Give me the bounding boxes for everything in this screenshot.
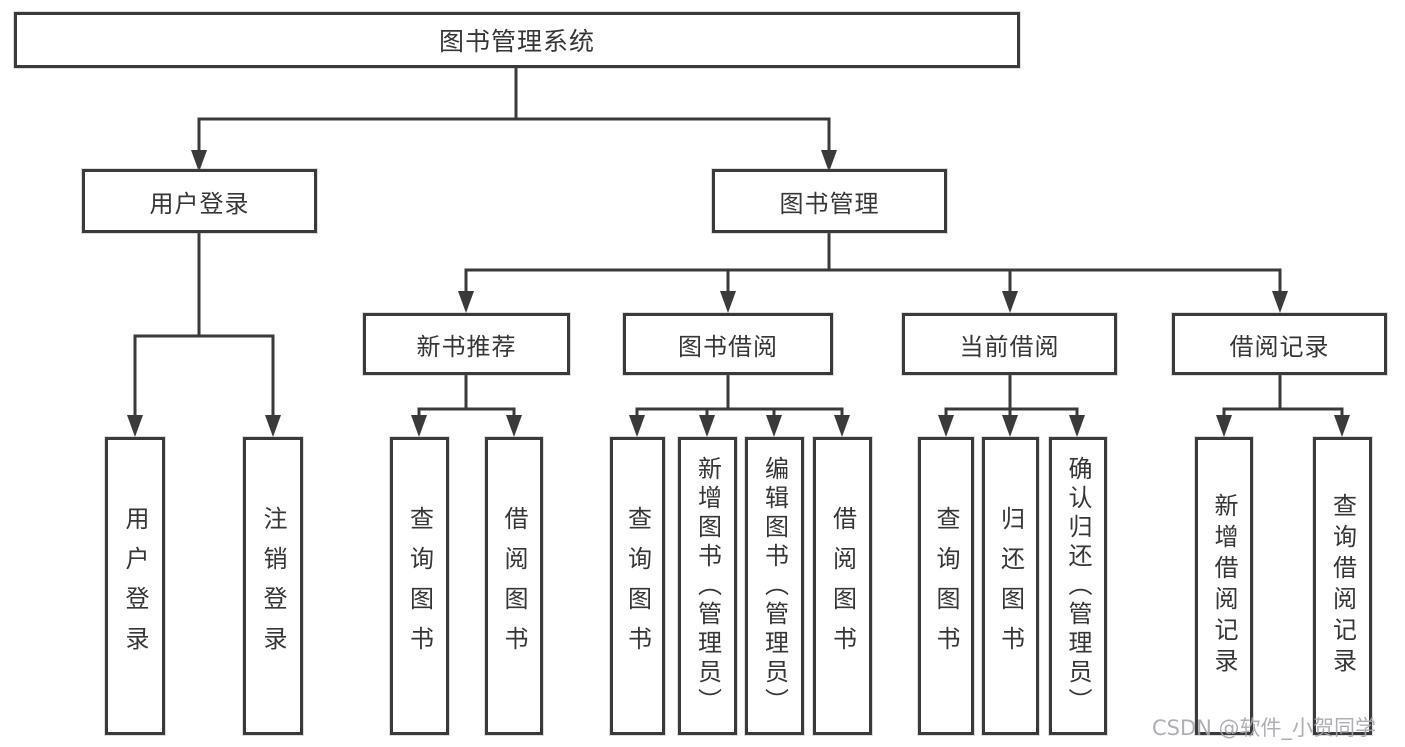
node-leaf-rec-borrow-books-label: 借阅图书	[500, 506, 528, 666]
arrow-down-icon	[265, 415, 281, 437]
node-leaf-rec-query-books-label: 查询图书	[405, 506, 434, 666]
arrow-down-icon	[938, 415, 954, 437]
arrow-down-icon	[699, 415, 715, 437]
node-leaf-return-books-label: 归还图书	[996, 506, 1025, 666]
node-leaf-add-books-admin-label: 新增图书（管理员）	[693, 455, 722, 717]
node-root-label: 图书管理系统	[438, 27, 595, 56]
node-borrowing-records: 借阅记录	[1172, 313, 1387, 375]
arrow-down-icon	[506, 415, 522, 437]
node-root: 图书管理系统	[14, 12, 1020, 68]
node-leaf-user-login: 用户登录	[105, 437, 165, 735]
node-leaf-confirm-return-admin-label: 确认归还（管理员）	[1064, 455, 1092, 717]
node-leaf-borrow-borrow-books: 借阅图书	[813, 437, 872, 735]
arrow-down-icon	[629, 415, 645, 437]
node-leaf-rec-borrow-books: 借阅图书	[485, 437, 543, 735]
node-leaf-return-books: 归还图书	[982, 437, 1039, 735]
node-leaf-user-login-label: 用户登录	[121, 506, 149, 666]
node-book-management-label: 图书管理	[779, 189, 880, 218]
node-user-login-label: 用户登录	[149, 189, 250, 218]
arrow-down-icon	[1002, 415, 1018, 437]
arrow-down-icon	[1002, 291, 1018, 313]
arrow-down-icon	[1334, 415, 1350, 437]
node-borrowing-records-label: 借阅记录	[1229, 332, 1330, 361]
node-leaf-borrow-query-books-label: 查询图书	[623, 506, 652, 666]
node-new-book-recommend: 新书推荐	[363, 313, 570, 375]
node-leaf-current-query-books: 查询图书	[918, 437, 974, 735]
node-leaf-borrow-query-books: 查询图书	[610, 437, 665, 735]
arrow-down-icon	[720, 291, 736, 313]
node-leaf-edit-books-admin-label: 编辑图书（管理员）	[760, 455, 789, 717]
arrow-down-icon	[1069, 415, 1085, 437]
arrow-down-icon	[766, 415, 782, 437]
node-book-management: 图书管理	[712, 169, 947, 233]
arrow-down-icon	[458, 291, 474, 313]
node-leaf-add-borrow-record-label: 新增借阅记录	[1210, 493, 1238, 679]
node-leaf-query-borrow-record: 查询借阅记录	[1313, 437, 1372, 735]
node-leaf-logout: 注销登录	[243, 437, 303, 735]
node-leaf-add-books-admin: 新增图书（管理员）	[678, 437, 737, 735]
node-leaf-current-query-books-label: 查询图书	[932, 506, 960, 666]
node-book-borrowing: 图书借阅	[623, 313, 833, 375]
arrow-down-icon	[411, 415, 427, 437]
node-leaf-confirm-return-admin: 确认归还（管理员）	[1049, 437, 1107, 735]
node-leaf-query-borrow-record-label: 查询借阅记录	[1328, 493, 1357, 679]
node-leaf-borrow-borrow-books-label: 借阅图书	[828, 506, 857, 666]
node-user-login: 用户登录	[82, 169, 317, 233]
csdn-watermark: CSDN @软件_小贺同学	[1152, 716, 1377, 740]
node-leaf-add-borrow-record: 新增借阅记录	[1195, 437, 1253, 735]
arrow-down-icon	[127, 415, 143, 437]
node-current-borrowing: 当前借阅	[902, 313, 1117, 375]
node-leaf-rec-query-books: 查询图书	[390, 437, 449, 735]
arrow-down-icon	[1216, 415, 1232, 437]
node-book-borrowing-label: 图书借阅	[678, 332, 778, 361]
node-leaf-logout-label: 注销登录	[259, 506, 287, 666]
node-current-borrowing-label: 当前借阅	[959, 332, 1060, 361]
arrow-down-icon	[1272, 291, 1288, 313]
arrow-down-icon	[834, 415, 850, 437]
node-new-book-recommend-label: 新书推荐	[416, 332, 517, 361]
node-leaf-edit-books-admin: 编辑图书（管理员）	[745, 437, 804, 735]
